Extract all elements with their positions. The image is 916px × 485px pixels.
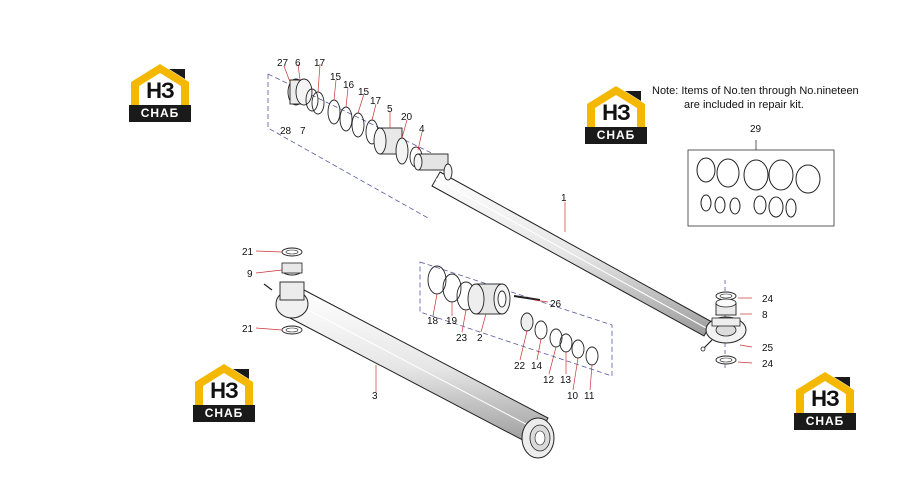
callout-labels: 27 6 17 15 16 15 17 5 20 4 28 7 1 29 21 … [242,58,774,402]
callout-1: 1 [561,193,567,204]
callout-29: 29 [750,124,762,135]
callout-23: 23 [456,333,468,344]
callout-9: 9 [247,269,253,280]
callout-12: 12 [543,375,555,386]
logo-house-icon [131,64,189,106]
callout-6: 6 [295,58,301,69]
note-line-1: Note: Items of No.ten through No.ninetee… [652,85,859,97]
brand-logo: НЗ СНАБ [129,62,191,124]
callout-7: 7 [300,126,306,137]
logo-mark: НЗ [811,386,840,411]
callout-3: 3 [372,391,378,402]
callout-17: 17 [370,96,382,107]
callout-21: 21 [242,324,254,335]
cylinder-head-parts [287,78,453,181]
callout-15: 15 [358,87,370,98]
callout-2: 2 [477,333,483,344]
logo-house-icon [796,372,854,414]
callout-20: 20 [401,112,413,123]
callout-4: 4 [419,124,425,135]
callout-28: 28 [280,126,292,137]
logo-word: СНАБ [794,413,856,430]
logo-mark: НЗ [210,378,239,403]
callout-15: 15 [330,72,342,83]
dashed-guide-piston-kit [419,261,613,377]
callout-13: 13 [560,375,572,386]
callout-21: 21 [242,247,254,258]
logo-house-icon [195,364,253,406]
logo-mark: НЗ [602,100,631,125]
callout-8: 8 [762,310,768,321]
logo-house-icon [587,86,645,128]
callout-17: 17 [314,58,326,69]
piston-parts [427,265,599,366]
cylinder-barrel [263,247,555,459]
callout-10: 10 [567,391,579,402]
callout-26: 26 [550,299,562,310]
piston-rod [431,171,747,365]
logo-word: СНАБ [585,127,647,144]
callout-25: 25 [762,343,774,354]
callout-5: 5 [387,104,393,115]
callout-16: 16 [343,80,355,91]
note-line-2: are included in repair kit. [684,99,804,111]
brand-logo: НЗ СНАБ [193,362,255,424]
callout-14: 14 [531,361,543,372]
callout-leaders [255,63,753,392]
brand-logo: НЗ СНАБ [794,370,856,432]
callout-24: 24 [762,359,774,370]
repair-kit-note: Note: Items of No.ten through No.ninetee… [652,84,882,112]
logo-word: СНАБ [129,105,191,122]
logo-word: СНАБ [193,405,255,422]
callout-19: 19 [446,316,458,327]
logo-mark: НЗ [146,78,175,103]
callout-11: 11 [584,391,595,402]
repair-kit-box [687,140,835,227]
callout-24: 24 [762,294,774,305]
callout-18: 18 [427,316,439,327]
callout-22: 22 [514,361,526,372]
callout-27: 27 [277,58,289,69]
brand-logo: НЗ СНАБ [585,84,647,146]
